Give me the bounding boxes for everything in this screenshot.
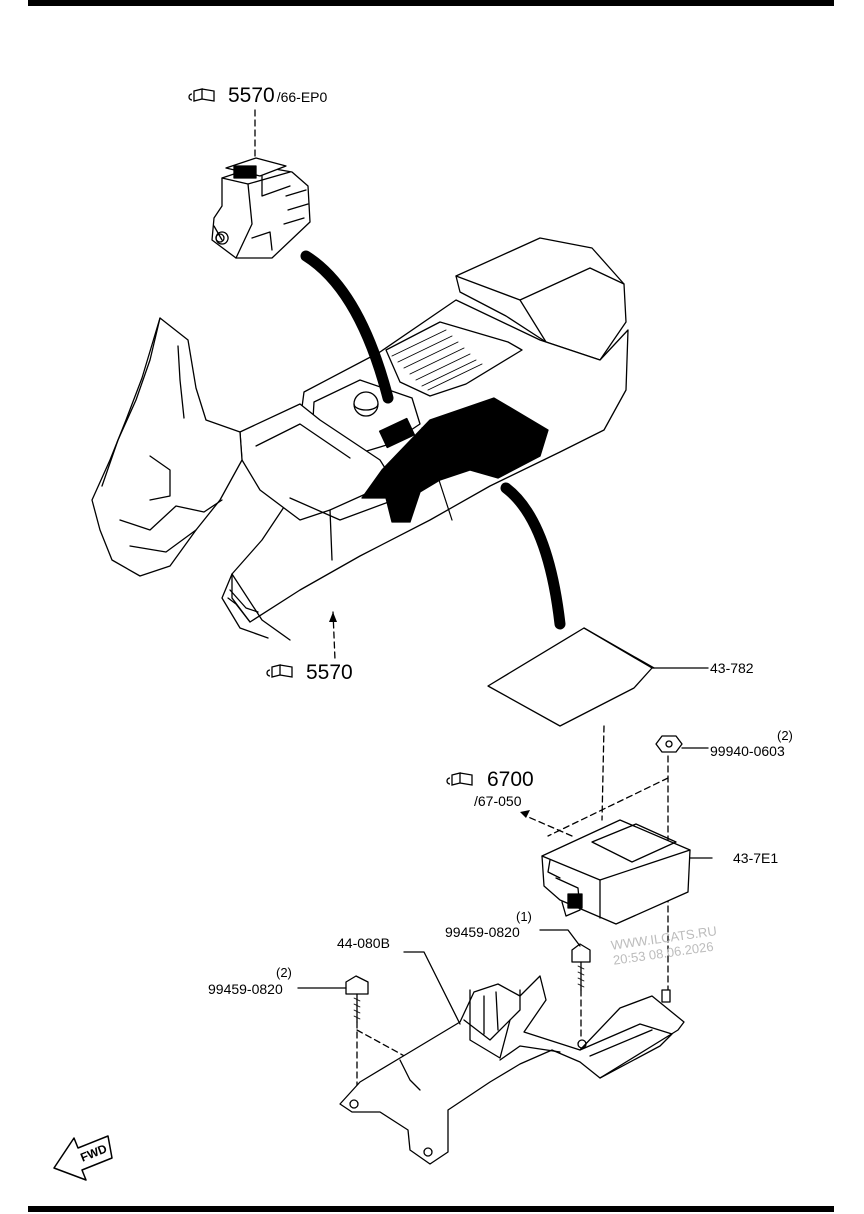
switch-ref-sub: /66-EP0 [276,89,328,105]
pad-part [487,627,655,727]
bolt-left-part [345,975,369,1023]
book-icon [266,664,293,678]
module-ref-number: 6700 [487,768,534,791]
bracket-part [339,975,685,1165]
nut-part-number[interactable]: 99940-0603 [710,743,785,759]
reference-book-icons [188,88,473,786]
fwd-arrow [53,1135,113,1181]
switch-location-arrow [300,250,394,404]
console-ref-number: 5570 [306,661,353,684]
top-border [28,0,834,6]
module-reference[interactable]: 6700 [487,768,534,792]
module-location-arrow [500,482,566,630]
switch-ref-number: 5570 [228,84,275,107]
center-console [91,237,629,641]
nut-quantity: (2) [777,728,793,743]
module-part-number[interactable]: 43-7E1 [733,850,779,866]
module-ref-sub[interactable]: /67-050 [474,793,522,809]
console-switch-part [211,157,311,259]
pad-part-number[interactable]: 43-782 [710,660,754,676]
module-part [541,819,691,925]
book-icon [446,772,473,786]
switch-reference[interactable]: 5570 /66-EP0 [228,84,327,108]
bolt-right-part-number[interactable]: 99459-0820 [445,924,520,940]
bolt-right-part [571,943,591,991]
bracket-part-number[interactable]: 44-080B [337,935,390,951]
book-icon [188,88,215,102]
bolt-left-part-number[interactable]: 99459-0820 [208,981,283,997]
bolt-right-quantity: (1) [516,909,532,924]
bottom-border [28,1206,834,1212]
bolt-left-quantity: (2) [276,965,292,980]
console-reference[interactable]: 5570 [306,661,353,685]
nut-part [655,735,683,753]
console-leader [332,611,336,661]
